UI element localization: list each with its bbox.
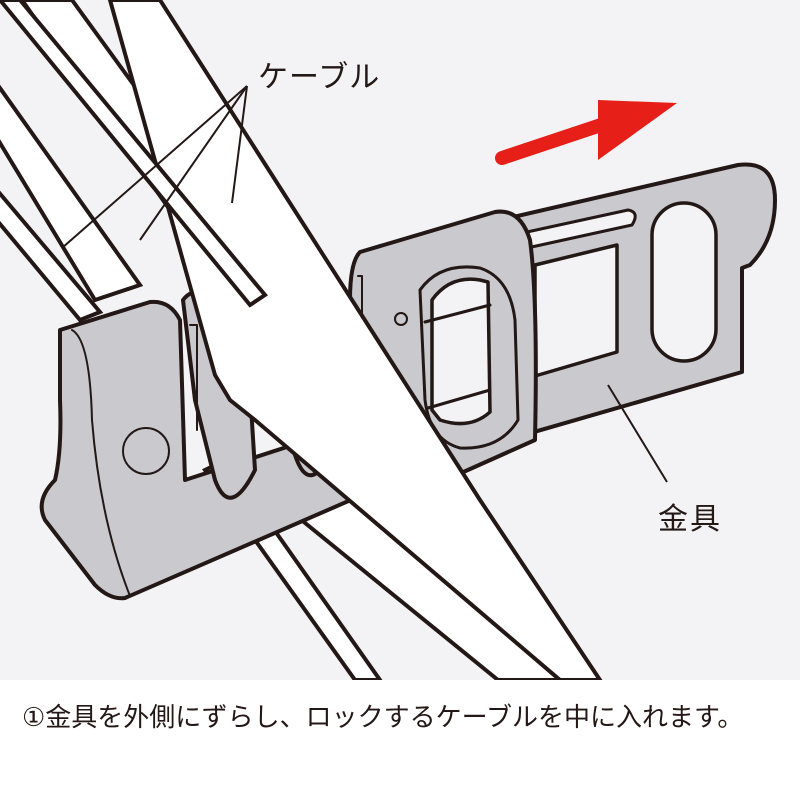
slide-direction-arrow-icon <box>495 100 677 165</box>
cable-leader-lines <box>61 85 248 249</box>
cable-lock-illustration: ケーブル 金具 <box>0 0 800 680</box>
instruction-caption: ①金具を外側にずらし、ロックするケーブルを中に入れます。 <box>22 703 744 733</box>
cable-label: ケーブル <box>258 60 381 95</box>
bracket-label: 金具 <box>658 502 722 537</box>
bracket-leader-line <box>607 384 668 483</box>
